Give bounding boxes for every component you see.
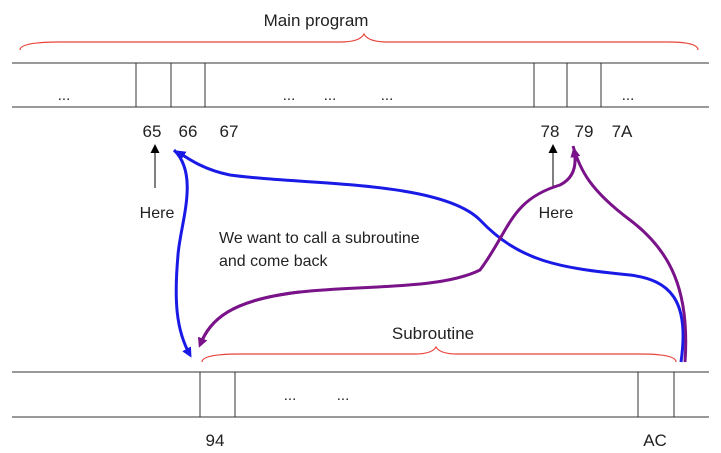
here-label-right: Here <box>539 205 574 222</box>
subroutine-brace <box>201 345 677 363</box>
address-79: 79 <box>575 122 594 141</box>
address-67: 67 <box>220 122 239 141</box>
call-arrow-into-subroutine <box>197 290 301 348</box>
address-66: 66 <box>179 122 198 141</box>
subroutine-title: Subroutine <box>392 324 474 343</box>
here-label-left: Here <box>140 205 175 222</box>
main-dots-5: ... <box>622 87 635 104</box>
address-78: 78 <box>541 122 560 141</box>
return-to-66-arrow <box>175 150 685 363</box>
address-94: 94 <box>206 431 225 450</box>
main-dots-4: ... <box>381 87 394 104</box>
subroutine-memory-strip <box>12 371 709 418</box>
main-program-title: Main program <box>264 11 369 30</box>
main-program-brace <box>19 32 699 51</box>
address-AC: AC <box>643 431 667 450</box>
address-7A: 7A <box>612 122 633 141</box>
call-arrow-from-79 <box>571 145 688 363</box>
main-dots-2: ... <box>283 87 296 104</box>
main-program-memory-strip <box>12 62 709 108</box>
note-line-1: We want to call a subroutine <box>219 230 420 247</box>
main-dots-3: ... <box>324 87 337 104</box>
address-65: 65 <box>143 122 162 141</box>
note-line-2: and come back <box>219 253 329 270</box>
sub-dots-1: ... <box>284 387 297 404</box>
main-dots-1: ... <box>58 87 71 104</box>
call-arrow-down <box>172 148 192 358</box>
sub-dots-2: ... <box>337 387 350 404</box>
